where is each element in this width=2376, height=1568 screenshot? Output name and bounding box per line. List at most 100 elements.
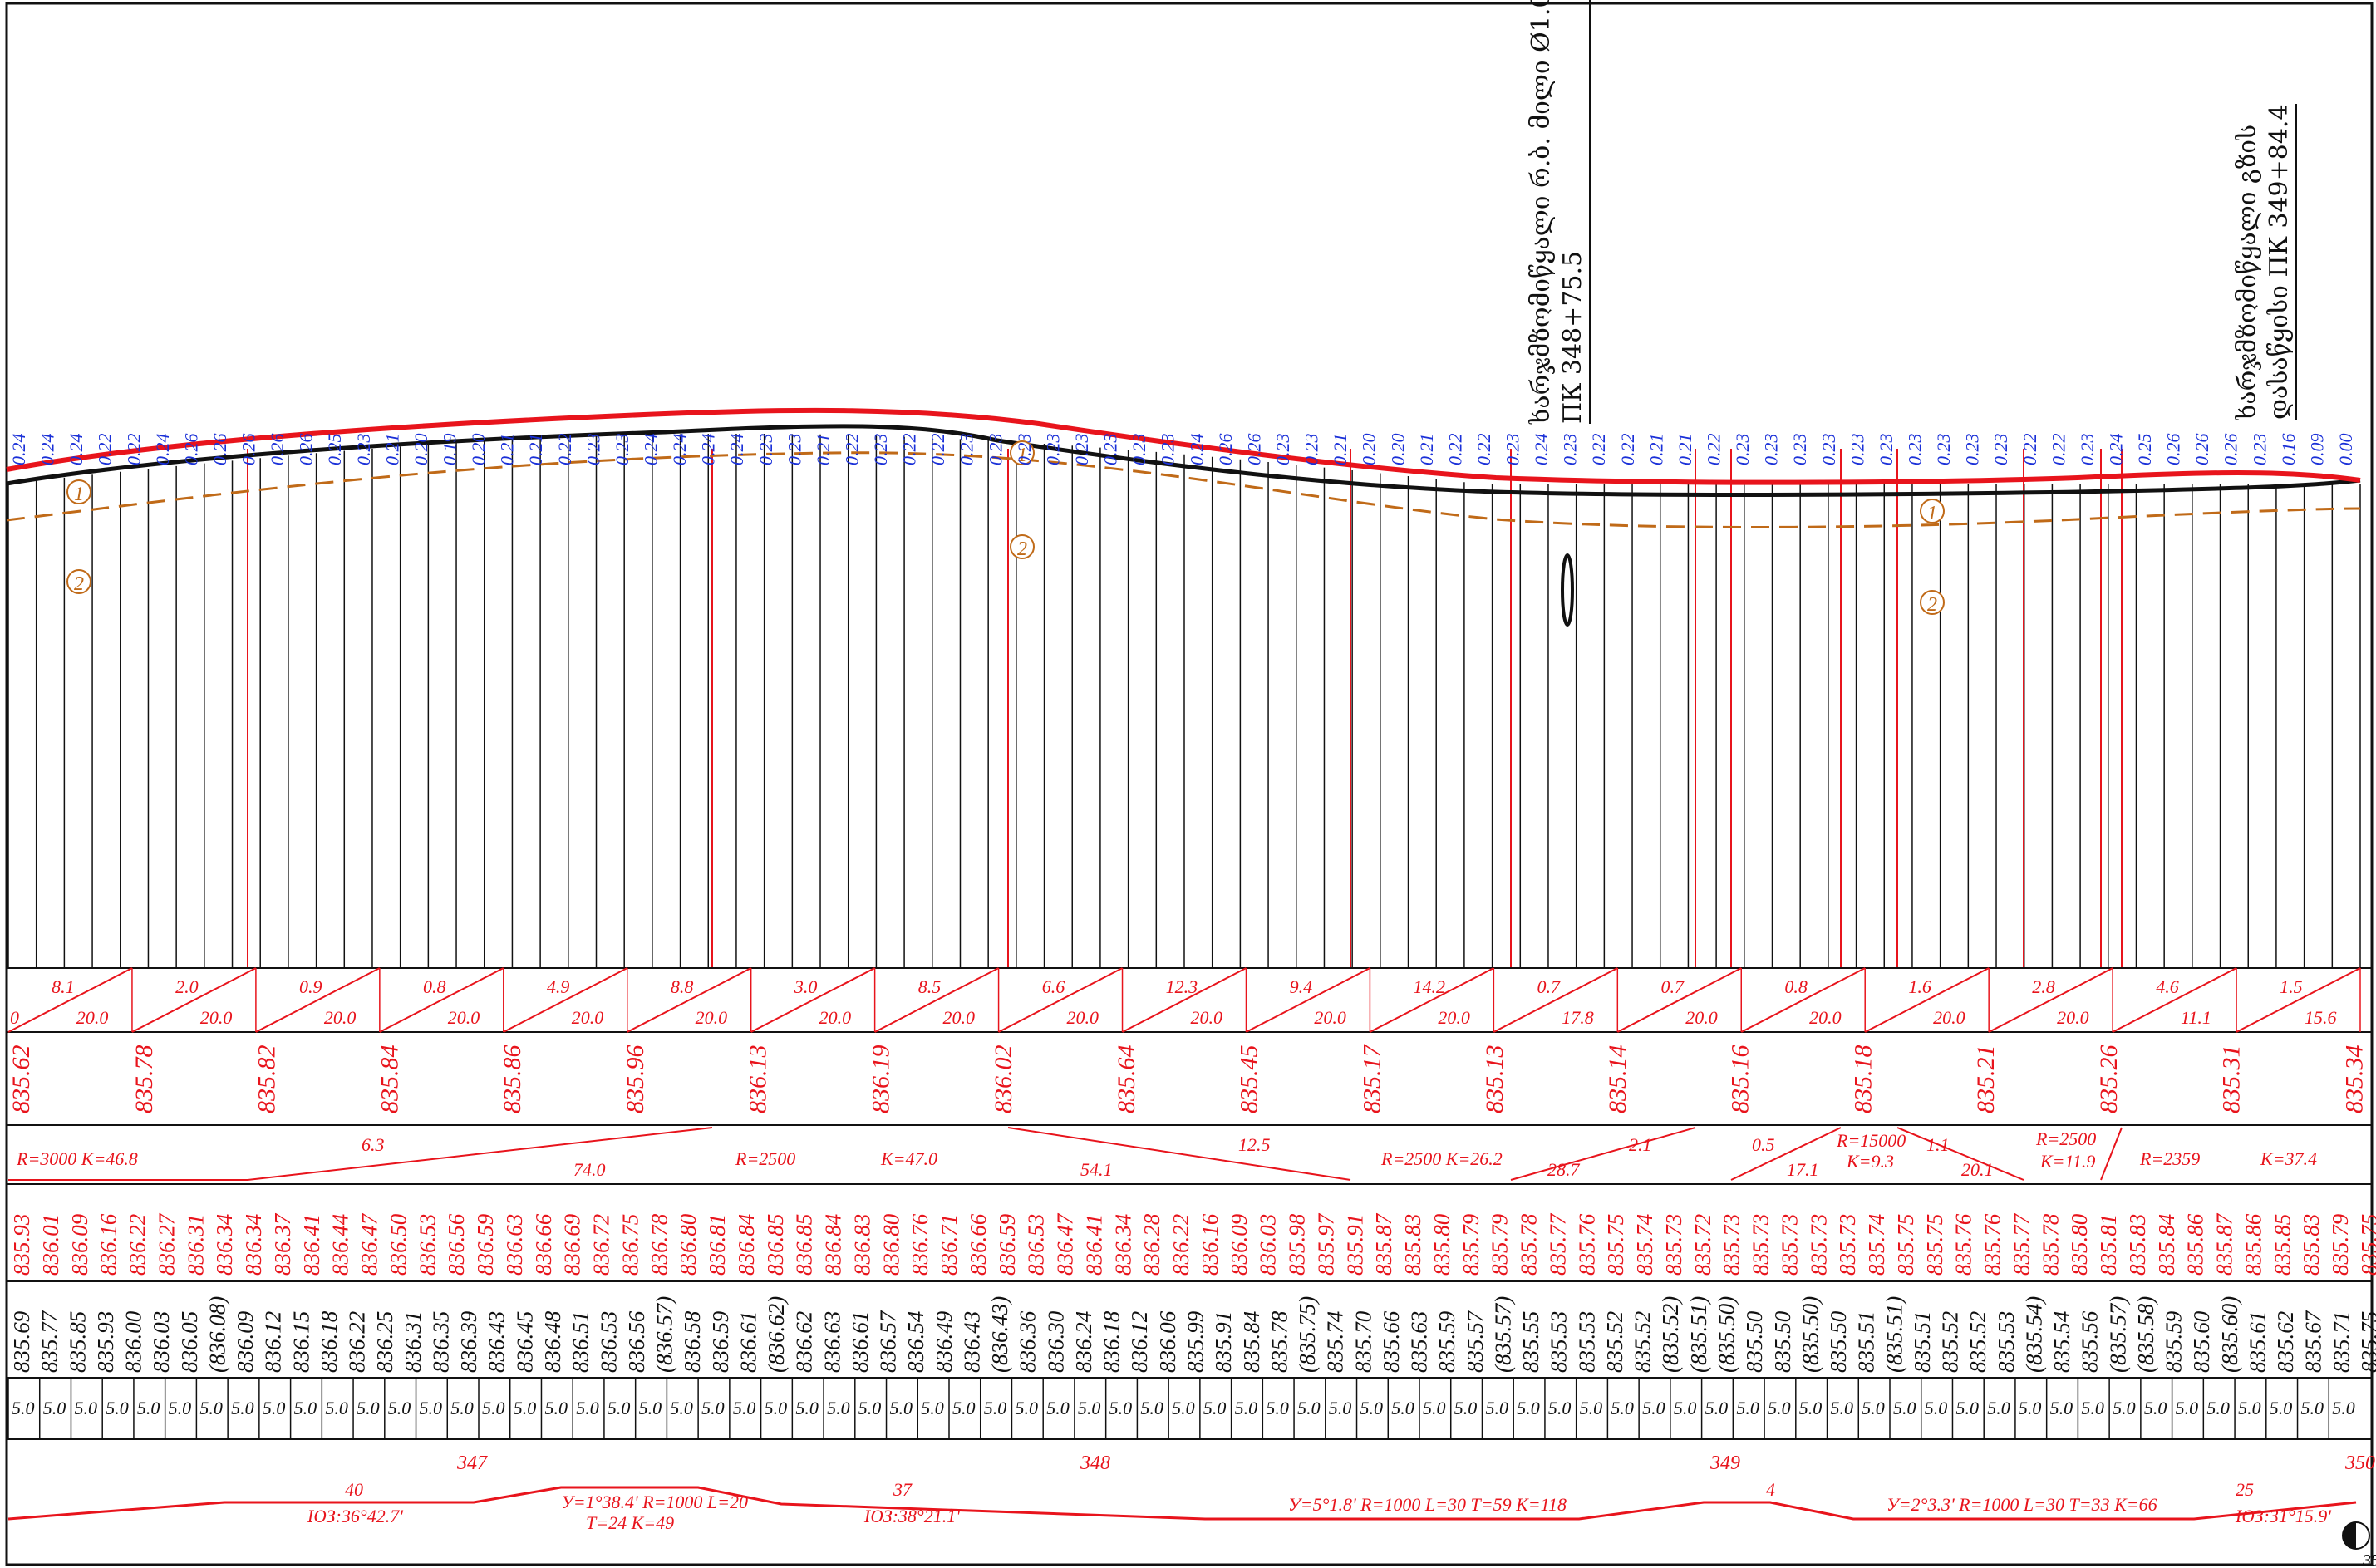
slope-line <box>379 967 504 1033</box>
slope-row: 8.120.02.020.00.920.00.820.04.920.08.820… <box>7 967 2361 1033</box>
distance-value: 5.0 <box>263 1398 286 1418</box>
design-elevation: 836.72 <box>589 1214 614 1276</box>
design-depth-label: 0.24 <box>698 434 719 466</box>
design-elevation: 836.76 <box>908 1213 932 1276</box>
existing-elevation: 835.59 <box>1434 1310 1459 1373</box>
elevation-mark: 836.02 <box>990 1045 1017 1114</box>
design-depth-label: 0.21 <box>497 434 518 466</box>
design-depth-label: 0.26 <box>2192 434 2212 466</box>
existing-elevation: 836.62 <box>792 1311 817 1373</box>
design-elevation: 836.09 <box>67 1213 92 1276</box>
existing-elevation: 835.52 <box>1631 1311 1655 1373</box>
distance-value: 5.0 <box>1580 1398 1603 1418</box>
distance-value: 5.0 <box>1172 1398 1195 1418</box>
distance-value: 5.0 <box>890 1398 913 1418</box>
design-elevation: 836.47 <box>1053 1212 1078 1276</box>
distance-value: 5.0 <box>795 1398 819 1418</box>
curve-label: R=2500 K=26.2 <box>1380 1148 1503 1169</box>
picket-number: 349 <box>1709 1452 1740 1474</box>
distance-value: 5.0 <box>482 1398 505 1418</box>
distance-value: 5.0 <box>1423 1398 1446 1418</box>
design-elevation: 835.72 <box>1690 1214 1715 1276</box>
distance-value: 5.0 <box>1925 1398 1948 1418</box>
distance-value: 5.0 <box>1955 1398 1979 1418</box>
design-elevation: 836.44 <box>328 1214 353 1276</box>
design-elevation: 835.77 <box>2009 1212 2034 1276</box>
slope-line <box>1122 967 1247 1033</box>
distance-row: 5.0 5.0 5.0 5.0 5.0 5.0 5.0 5.0 5.0 5.0 5.0 5.0 5.0 5… <box>7 1378 2355 1439</box>
curve-label: K=9.3 <box>1846 1151 1894 1172</box>
design-elevation: 835.80 <box>2067 1213 2092 1276</box>
design-depth-label: 0.23 <box>1503 434 1523 466</box>
elevation-mark: 835.84 <box>376 1045 403 1114</box>
plan-label: ЮЗ:31°15.9' <box>2235 1506 2331 1526</box>
elevation-mark: 835.64 <box>1113 1045 1140 1114</box>
design-depth-label: 0.23 <box>612 434 632 466</box>
slope-line <box>1493 967 1618 1033</box>
design-elevation: 835.98 <box>1285 1213 1310 1276</box>
sheet-frame <box>5 2 2374 1566</box>
distance-value: 5.0 <box>294 1398 317 1418</box>
existing-elevation: 836.45 <box>512 1311 537 1373</box>
slope-length: 20.0 <box>1933 1007 1965 1028</box>
design-depth-label: 0.16 <box>2278 434 2299 466</box>
distance-value: 5.0 <box>701 1398 725 1418</box>
design-elevation: 836.47 <box>357 1212 382 1276</box>
existing-elevation: 836.05 <box>177 1311 202 1373</box>
design-elevation: 835.78 <box>1517 1213 1542 1276</box>
existing-elevation: (835.57) <box>1490 1296 1515 1373</box>
design-depth-label: 0.24 <box>1186 434 1207 466</box>
existing-elevation: 835.77 <box>37 1310 62 1373</box>
distance-value: 5.0 <box>1862 1398 1885 1418</box>
design-depth-label: 0.23 <box>1071 434 1092 466</box>
existing-elevation: 836.58 <box>680 1310 705 1373</box>
slope-line <box>7 967 133 1033</box>
distance-value: 5.0 <box>1078 1398 1101 1418</box>
layer-label: 1 <box>1927 503 1937 524</box>
design-elevation: 836.69 <box>560 1213 585 1276</box>
design-depth-label: 0.21 <box>381 434 402 466</box>
slope-percent: 9.4 <box>1290 976 1313 997</box>
distance-value: 5.0 <box>1768 1398 1791 1418</box>
slope-line <box>1369 967 1494 1033</box>
slope-line <box>503 967 628 1033</box>
distance-value: 5.0 <box>2332 1398 2355 1418</box>
distance-value: 5.0 <box>1548 1398 1572 1418</box>
curve-line <box>2100 1127 2123 1181</box>
design-elevation: 836.63 <box>502 1214 527 1276</box>
elevation-mark: 835.62 <box>7 1045 35 1114</box>
existing-elevation: 835.71 <box>2329 1311 2354 1373</box>
design-depth-label: 0.09 <box>2306 434 2327 466</box>
slope-line <box>1246 967 1370 1033</box>
design-elevation: 836.59 <box>473 1213 498 1276</box>
distance-value: 5.0 <box>2238 1398 2261 1418</box>
design-depth-label: 0.20 <box>468 434 489 466</box>
design-elevation: 836.81 <box>705 1214 730 1276</box>
distance-value: 5.0 <box>450 1398 474 1418</box>
design-elevation: 836.16 <box>96 1213 121 1276</box>
distance-value: 5.0 <box>1642 1398 1665 1418</box>
distance-value: 5.0 <box>608 1398 631 1418</box>
slope-length: 20.0 <box>572 1007 604 1028</box>
distance-value: 5.0 <box>199 1398 223 1418</box>
distance-value: 5.0 <box>576 1398 599 1418</box>
elevation-mark: 835.96 <box>622 1045 649 1114</box>
design-depth-label: 0.23 <box>755 434 776 466</box>
curve-label: 20.1 <box>1961 1159 1994 1180</box>
design-depth-label: 0.20 <box>1359 434 1380 466</box>
curve-label: 1.1 <box>1926 1134 1950 1155</box>
plan-label: 37 <box>893 1479 913 1500</box>
existing-elevation: 835.75 <box>2357 1311 2376 1373</box>
design-depth-label: 0.22 <box>927 434 948 466</box>
existing-elevation: 836.51 <box>568 1311 593 1373</box>
distance-value: 5.0 <box>388 1398 411 1418</box>
existing-elevation: 836.18 <box>317 1310 342 1373</box>
design-elevation: 836.56 <box>444 1213 469 1276</box>
curve-label: R=15000 <box>1836 1130 1906 1151</box>
design-elevation: 835.73 <box>1661 1214 1686 1276</box>
existing-elevation: (835.60) <box>2217 1296 2242 1373</box>
design-depth-label: 0.22 <box>1588 434 1609 466</box>
road-start-note: ხარჯმზომიწყალი გზის დასაწყისი ПК 349+84.… <box>2232 104 2297 420</box>
existing-elevation: 835.52 <box>1938 1311 1963 1373</box>
